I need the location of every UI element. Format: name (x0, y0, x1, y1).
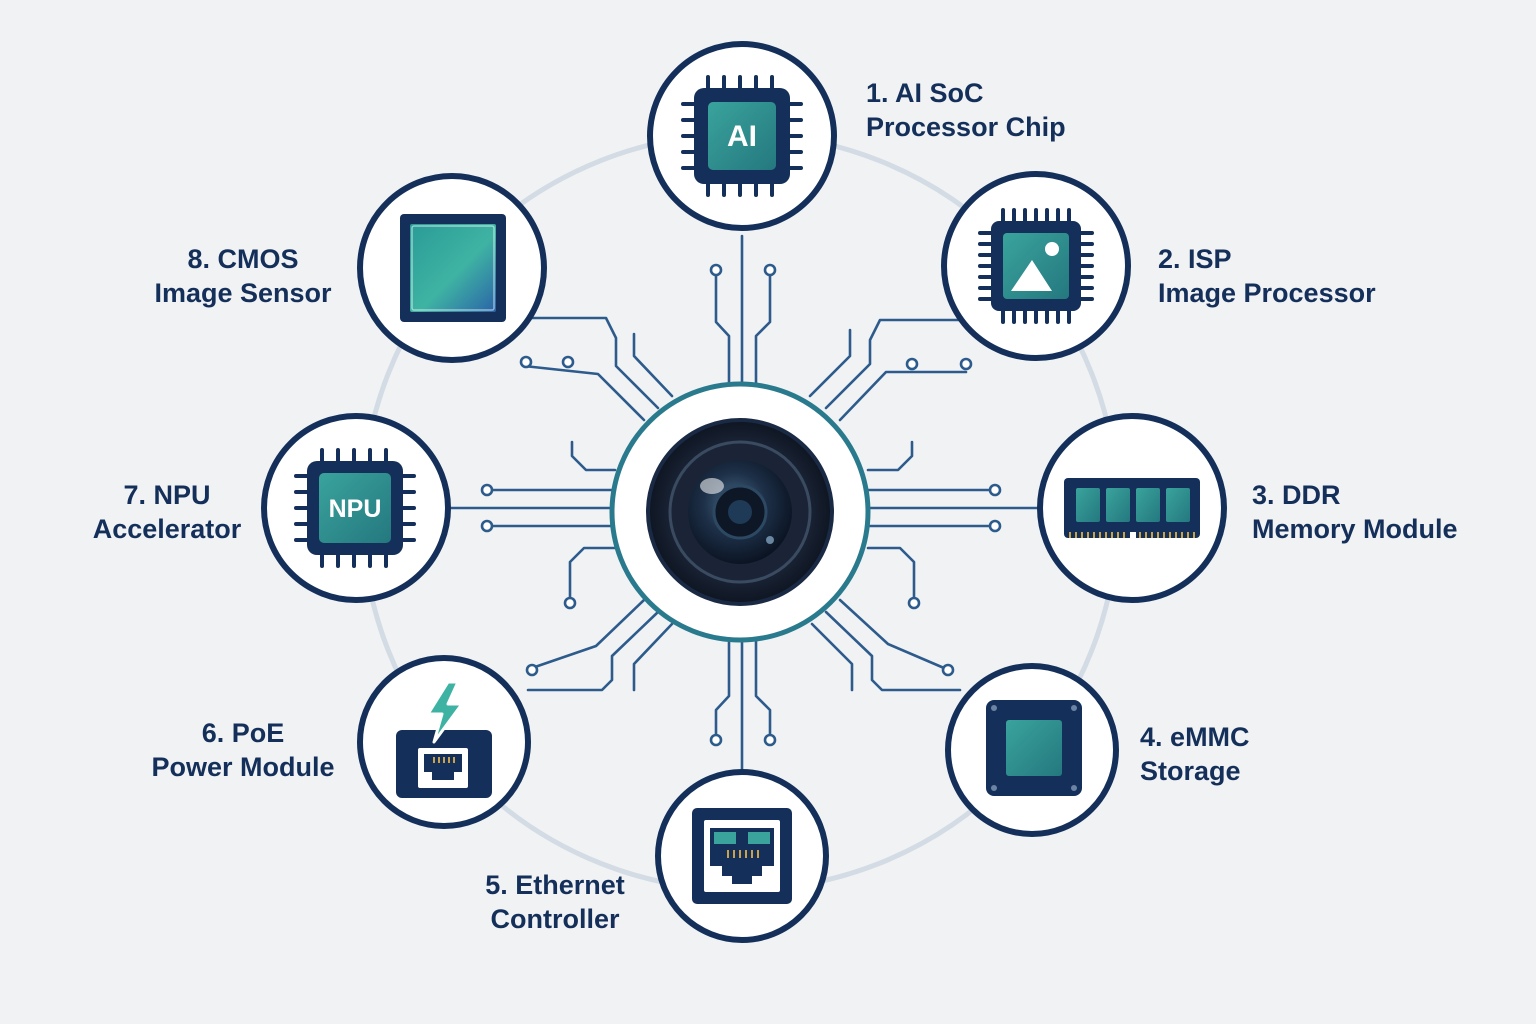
label-title: Ethernet (515, 870, 625, 900)
image-processor-icon (978, 208, 1094, 324)
ai-chip-icon: AI (681, 75, 803, 197)
trace-pads (480, 263, 1002, 747)
label-subtitle: Image Processor (1158, 278, 1376, 308)
label-title: DDR (1282, 480, 1341, 510)
label-number: 8. (187, 244, 210, 274)
label-emmc: 4. eMMC Storage (1140, 720, 1250, 788)
label-ai-soc: 1. AI SoC Processor Chip (866, 76, 1066, 144)
camera-lens (609, 381, 871, 643)
ai-chip-label: AI (727, 120, 757, 153)
node-ai-soc: AI (647, 41, 837, 231)
ethernet-port-icon (692, 808, 792, 904)
node-ddr (1037, 413, 1227, 603)
label-cmos: 8. CMOS Image Sensor (148, 242, 338, 310)
label-title: CMOS (217, 244, 299, 274)
label-subtitle: Memory Module (1252, 514, 1458, 544)
node-isp (941, 171, 1131, 361)
label-number: 5. (485, 870, 508, 900)
label-subtitle: Controller (490, 904, 620, 934)
label-number: 3. (1252, 480, 1275, 510)
label-number: 7. (123, 480, 146, 510)
label-title: NPU (153, 480, 211, 510)
label-title: AI SoC (895, 78, 984, 108)
label-ddr: 3. DDR Memory Module (1252, 478, 1458, 546)
label-subtitle: Power Module (151, 752, 335, 782)
npu-chip-label: NPU (329, 495, 382, 523)
label-ethernet: 5. Ethernet Controller (470, 868, 640, 936)
label-isp: 2. ISP Image Processor (1158, 242, 1376, 310)
label-number: 6. (201, 718, 225, 748)
npu-chip-icon: NPU (294, 448, 416, 568)
storage-chip-icon (986, 700, 1082, 796)
cmos-sensor-icon (400, 214, 506, 322)
label-title: ISP (1188, 244, 1232, 274)
label-number: 4. (1140, 722, 1163, 752)
node-cmos (357, 173, 547, 363)
circuit-traces (448, 234, 1040, 778)
label-number: 1. (866, 78, 889, 108)
label-npu: 7. NPU Accelerator (86, 478, 248, 546)
label-subtitle: Processor Chip (866, 112, 1066, 142)
node-emmc (945, 663, 1119, 837)
label-subtitle: Image Sensor (154, 278, 332, 308)
memory-module-icon (1064, 478, 1200, 540)
label-title: PoE (231, 718, 285, 748)
node-ethernet (655, 769, 829, 943)
label-subtitle: Accelerator (92, 514, 242, 544)
label-title: eMMC (1170, 722, 1250, 752)
node-poe (357, 655, 531, 829)
label-poe: 6. PoE Power Module (148, 716, 338, 784)
poe-power-icon (396, 680, 492, 798)
node-npu: NPU (261, 413, 451, 603)
label-number: 2. (1158, 244, 1181, 274)
label-subtitle: Storage (1140, 756, 1241, 786)
